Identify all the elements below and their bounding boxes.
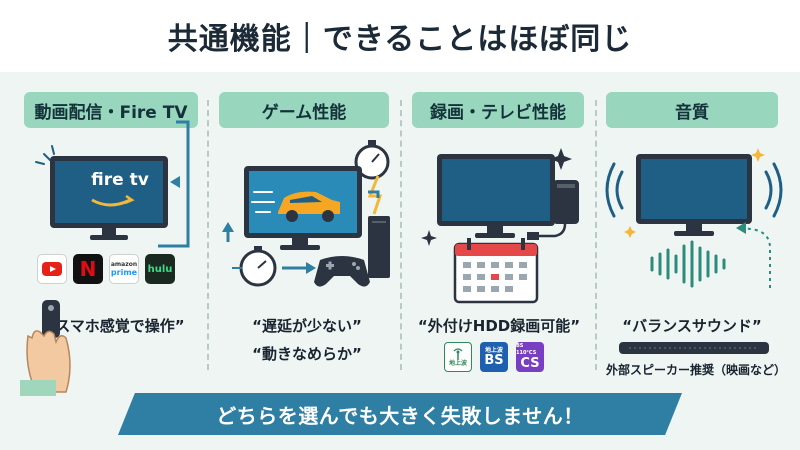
game-performance-illustration: [222, 140, 390, 287]
column-divider: [400, 100, 402, 370]
badge-cs-top: BS 110°CS: [516, 343, 537, 356]
amazon-prime-icon: amazon prime: [109, 254, 139, 284]
title-bar: 共通機能｜できることはほぼ同じ: [0, 0, 800, 72]
badge-bs: 地上波 BS: [480, 342, 508, 372]
caption-sound: “バランスサウンド”: [622, 317, 762, 335]
tv-streaming-illustration: [35, 120, 190, 248]
badge-bs-label: BS: [484, 352, 504, 368]
caption-game-smooth: “動きなめらか”: [252, 345, 362, 363]
column-divider: [207, 100, 209, 370]
youtube-icon: [37, 254, 67, 284]
heading-recording: 録画・テレビ性能: [412, 92, 584, 128]
badge-terrestrial: 地上波: [444, 342, 472, 372]
caption-game-latency: “遅延が少ない”: [252, 317, 362, 335]
caption-streaming: “スマホ感覚で操作”: [45, 317, 185, 335]
prime-label: prime: [110, 268, 138, 277]
column-divider: [595, 100, 597, 370]
conclusion-banner: どちらを選んでも大きく失敗しません！: [118, 393, 682, 435]
netflix-icon: N: [73, 254, 103, 284]
caption-recording: “外付けHDD録画可能”: [417, 317, 581, 335]
badge-cs-label: CS: [520, 356, 540, 371]
heading-game: ゲーム性能: [219, 92, 389, 128]
soundbar-icon: [619, 342, 769, 354]
page-title: 共通機能｜できることはほぼ同じ: [167, 22, 633, 57]
hulu-icon: hulu: [145, 254, 175, 284]
tv-sound-illustration: [605, 148, 783, 288]
fire-tv-logo: fire tv: [91, 170, 149, 190]
tv-recording-illustration: [421, 148, 579, 304]
heading-sound: 音質: [606, 92, 778, 128]
heading-streaming: 動画配信・Fire TV: [24, 92, 198, 128]
amazon-label: amazon: [110, 261, 138, 268]
external-speaker-note: 外部スピーカー推奨（映画など）: [606, 363, 787, 377]
hand-remote-icon: [20, 300, 71, 396]
hulu-label: hulu: [147, 263, 173, 275]
badge-cs: BS 110°CS CS: [516, 342, 544, 372]
badge-bs-top: 地上波: [484, 346, 503, 354]
badge-terrestrial-label: 地上波: [448, 359, 467, 367]
